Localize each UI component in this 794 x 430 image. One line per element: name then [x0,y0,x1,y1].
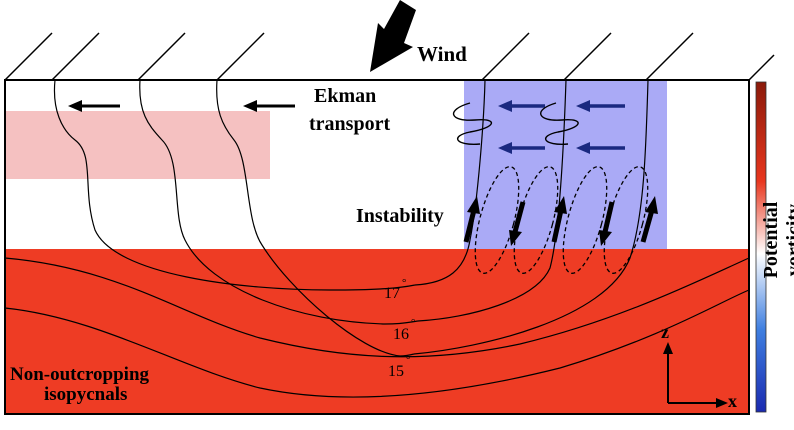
colorbar [755,81,767,413]
ekman-label-line2: transport [309,113,391,135]
axis-z-label: z [661,322,669,342]
isopycnal-bottom-2 [4,289,750,398]
isopycnal-degree-17: ° [402,277,406,289]
isopycnal-degree-16: ° [411,317,415,329]
ocean-box-border [4,79,750,415]
instability-arrows [463,196,658,246]
isopycnal-degree-15: ° [406,354,410,366]
wind-label: Wind [417,42,467,66]
isopycnal-labels: 17 ° 16 ° 15 ° [384,277,415,380]
pink-layer [5,111,270,179]
isopycnal-label-15: 15 [388,363,404,380]
isopycnal-label-16: 16 [393,326,409,343]
surface-perspective [4,32,775,81]
isopycnal-15-right [413,79,649,355]
isopycnal-15 [216,79,415,357]
high-pv-layer [5,249,749,414]
isopycnal-label-17: 17 [384,285,400,302]
isopycnal-16-right [417,79,567,322]
isopycnal-17 [53,79,416,291]
non-outcropping-label-line1: Non-outcropping [10,364,150,385]
isopycnal-16 [139,79,419,325]
wind-arrow-icon [370,0,416,72]
ekman-arrows-right [498,100,625,154]
instability-label: Instability [356,205,444,227]
axis-x-label: x [728,391,737,411]
spiral-icon [540,102,579,145]
axes-indicator [663,342,728,408]
isopycnal-bottom-1 [4,257,750,358]
mixing-spirals [452,102,579,145]
ekman-label-line1: Ekman [314,85,377,107]
spiral-icon [452,102,492,145]
ekman-arrows-left [68,100,295,112]
colorbar-label: Potential vorticity [760,201,794,279]
non-outcropping-label-line2: isopycnals [44,384,128,405]
